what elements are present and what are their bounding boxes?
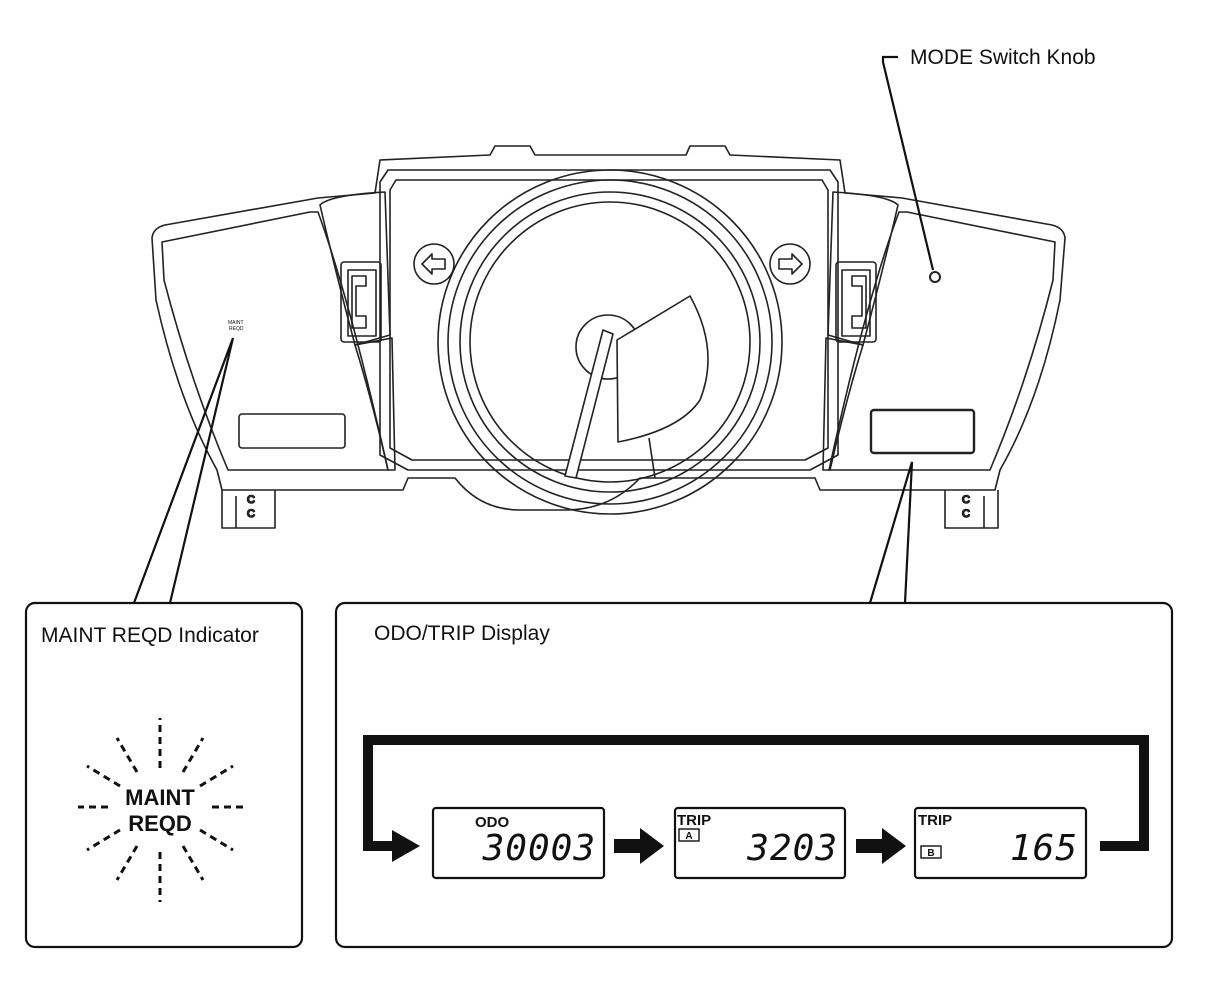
arrow-odo-to-trip-a [614, 828, 664, 864]
flashing-rays-icon [78, 718, 244, 902]
svg-text:REQD: REQD [229, 326, 244, 332]
cluster-housing [151, 145, 1066, 511]
left-pod-lower [354, 337, 396, 471]
right-connector [835, 261, 877, 343]
odo-trip-panel-title: ODO/TRIP Display [374, 622, 550, 645]
mode-switch-label: MODE Switch Knob [910, 46, 1096, 69]
gauge-outer-ring [437, 169, 783, 515]
left-mounting-tab: C C [221, 490, 276, 529]
odo-display: ODO 30003 [431, 806, 606, 880]
arrow-trip-a-to-trip-b [856, 828, 906, 864]
maint-panel-frame [24, 601, 304, 949]
trip-a-badge: A [685, 831, 692, 842]
trip-b-badge: B [927, 848, 934, 859]
center-hood [379, 169, 839, 471]
svg-text:TRIP: TRIP [918, 812, 952, 829]
odo-value: 30003 [482, 828, 596, 869]
svg-text:C: C [247, 508, 255, 520]
pointer-fan [616, 295, 709, 443]
maint-indicator-line1: MAINT [125, 785, 195, 810]
odo-trip-panel: ODO/TRIP Display ODO 30003 TRIP A 3203 [334, 601, 1174, 949]
cluster-maint-indicator: MAINT REQD [228, 320, 244, 332]
gauge-ring-2 [447, 179, 773, 505]
maint-panel-title: MAINT REQD Indicator [41, 624, 259, 647]
fan-stem [648, 437, 656, 479]
odo-leader [868, 461, 914, 604]
left-connector [340, 261, 382, 343]
odo-trip-panel-frame [334, 601, 1174, 949]
gauge-ring-3 [459, 191, 761, 493]
odo-display-window [869, 408, 976, 455]
maint-indicator-line2: REQD [128, 811, 192, 836]
svg-text:C: C [962, 508, 970, 520]
cycle-loop [363, 735, 1149, 851]
left-display-window [238, 413, 346, 449]
svg-text:C: C [247, 494, 255, 506]
trip-a-display: TRIP A 3203 [673, 806, 847, 880]
trip-b-display: TRIP B 165 [913, 806, 1088, 880]
instrument-cluster: C C C C MAINT REQD [151, 145, 1066, 529]
gauge-face [469, 201, 751, 483]
mode-switch-leader [881, 55, 935, 271]
maint-leader [132, 337, 235, 604]
trip-b-value: 165 [1010, 828, 1078, 869]
maint-panel: MAINT REQD Indicator MAINT REQD [24, 601, 304, 949]
right-turn-icon [769, 243, 811, 285]
cluster-housing-inner-right [828, 211, 1056, 471]
left-turn-icon [413, 243, 455, 285]
trip-a-value: 3203 [746, 828, 838, 869]
right-mounting-tab: C C [944, 490, 999, 529]
svg-text:ODO: ODO [475, 814, 510, 831]
gauge-needle [564, 329, 614, 479]
svg-text:MAINT: MAINT [228, 320, 244, 326]
svg-text:TRIP: TRIP [677, 812, 711, 829]
callout-lines [132, 55, 935, 604]
arrow-into-odo [392, 830, 420, 862]
mode-switch-knob [929, 271, 941, 283]
center-hood-inner [389, 179, 829, 461]
svg-text:C: C [962, 494, 970, 506]
right-pod-lower [822, 337, 864, 471]
